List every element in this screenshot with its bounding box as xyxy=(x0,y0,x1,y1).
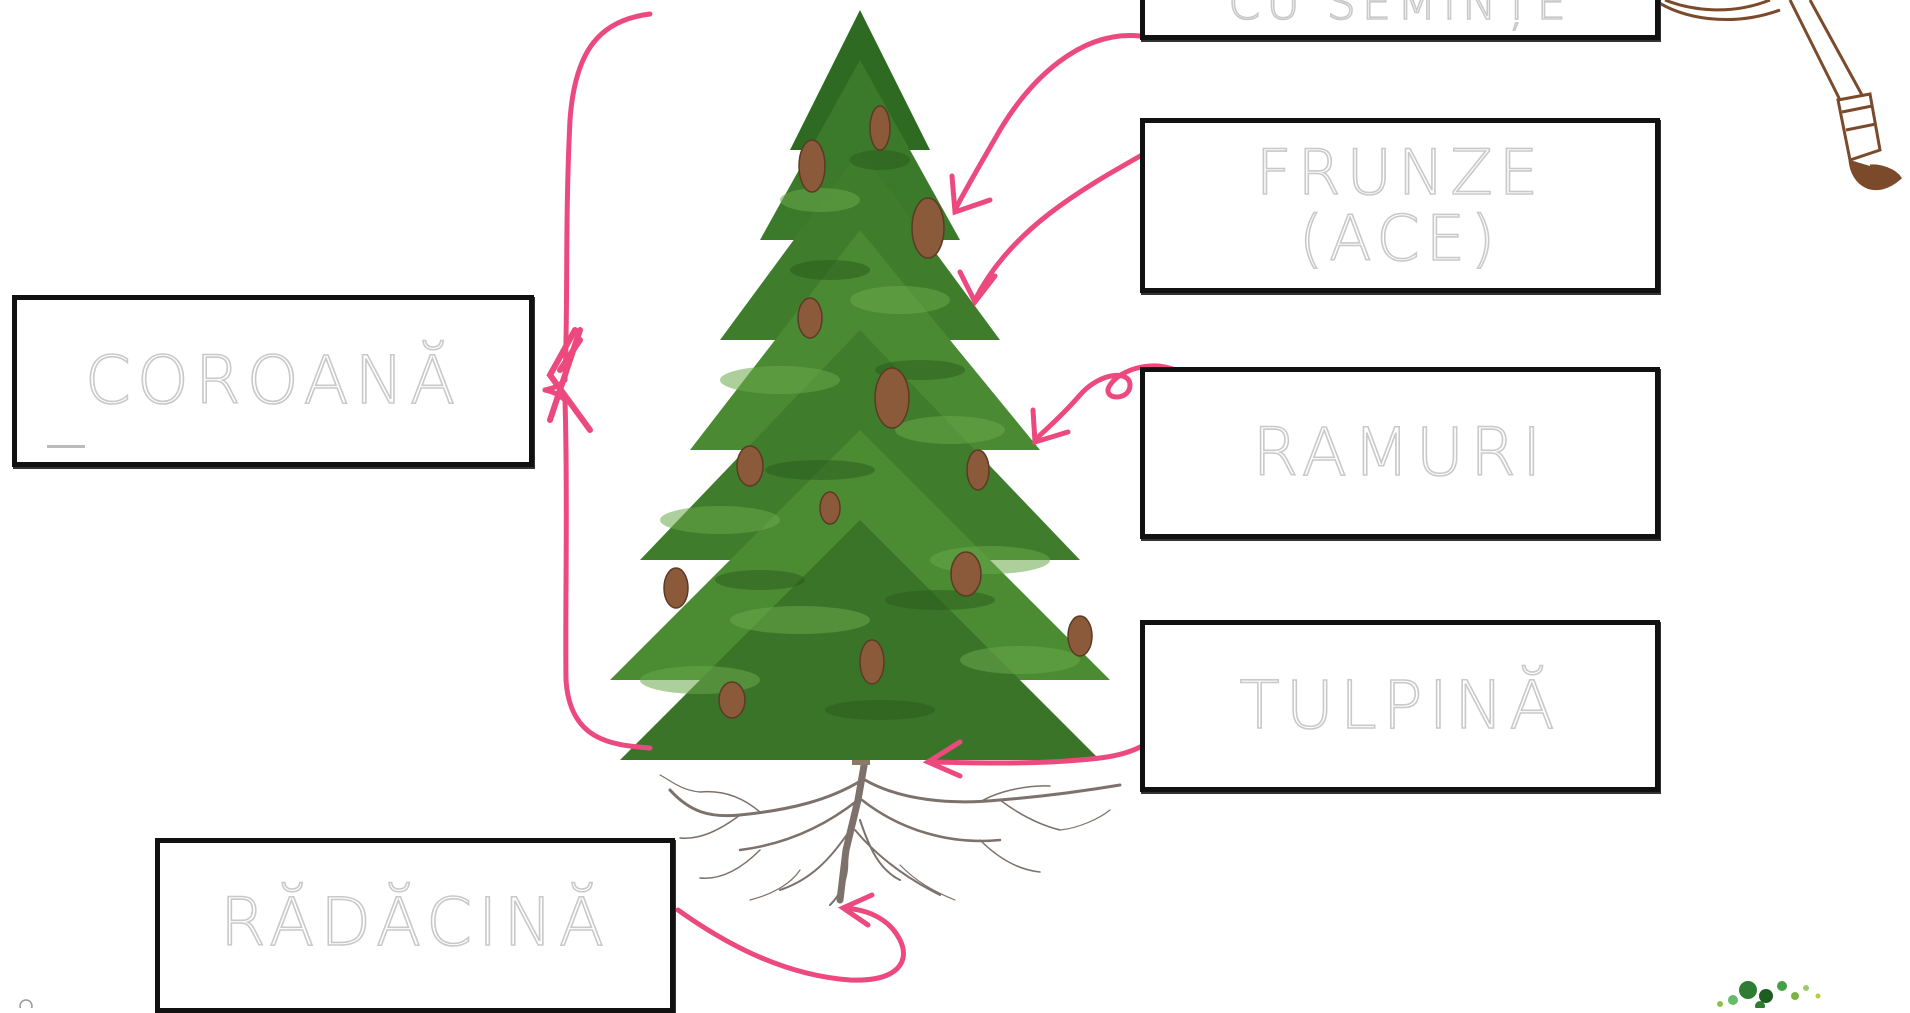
pine-cone xyxy=(860,640,884,684)
pine-cone xyxy=(798,298,822,338)
tree-roots xyxy=(660,760,1120,905)
label-seeds: CU SEMINȚE xyxy=(1140,0,1660,40)
label-leaves: FRUNZE (ACE) xyxy=(1140,118,1660,293)
label-crown-text: COROANĂ xyxy=(85,346,461,415)
root-arrow xyxy=(678,895,903,980)
pine-cone xyxy=(820,492,840,524)
label-root: RĂDĂCINĂ xyxy=(155,838,675,1013)
seeds-arrow xyxy=(952,36,1140,212)
label-trunk: TULPINĂ xyxy=(1140,620,1660,792)
leaves-arrow xyxy=(960,155,1142,302)
dots-logo-icon xyxy=(1717,981,1821,1008)
corner-mark xyxy=(20,1000,32,1008)
pine-cone xyxy=(967,450,989,490)
label-leaves-line1: FRUNZE xyxy=(1256,140,1544,205)
label-root-text: RĂDĂCINĂ xyxy=(220,888,610,957)
pine-cone xyxy=(951,552,981,596)
label-trunk-text: TULPINĂ xyxy=(1239,671,1560,740)
label-seeds-text: CU SEMINȚE xyxy=(1228,0,1572,27)
magnifying-glass-icon xyxy=(1655,0,1900,189)
label-branches: RAMURI xyxy=(1140,367,1660,539)
crown-arrow xyxy=(550,330,590,430)
pine-cone xyxy=(664,568,688,608)
pine-cone xyxy=(799,140,825,192)
pine-cone xyxy=(1068,616,1092,656)
label-leaves-line2: (ACE) xyxy=(1299,206,1501,271)
pine-cone xyxy=(870,106,890,150)
label-crown: COROANĂ xyxy=(12,295,534,467)
pine-cone xyxy=(719,682,745,718)
pine-cone xyxy=(912,198,944,258)
pine-cone xyxy=(875,368,909,428)
pine-cone xyxy=(737,446,763,486)
label-branches-text: RAMURI xyxy=(1253,418,1548,487)
tree-crown xyxy=(610,10,1110,760)
